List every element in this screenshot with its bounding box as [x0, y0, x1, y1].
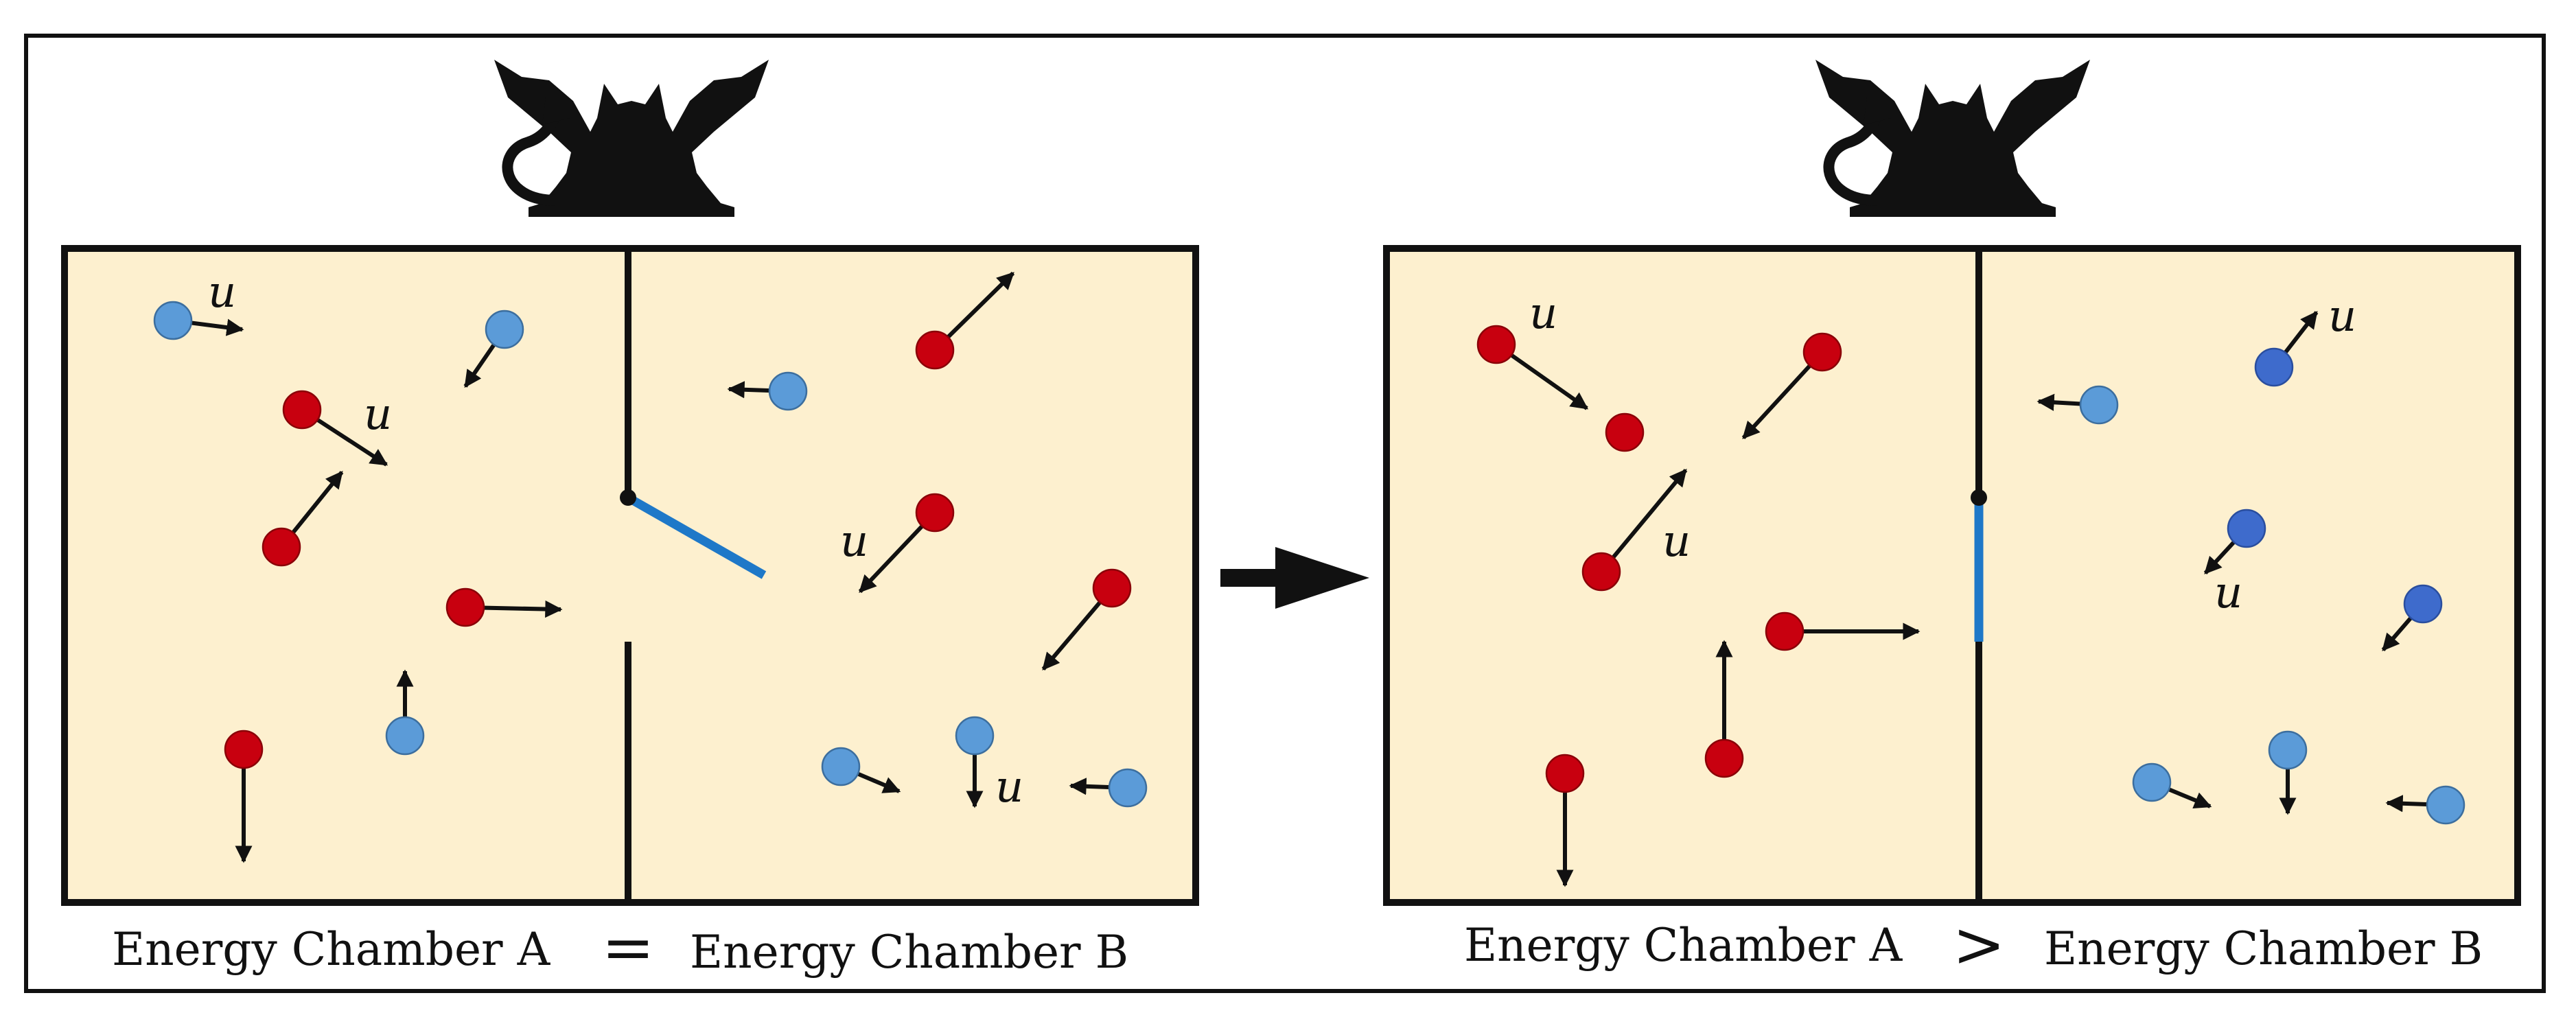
particle-fast: [282, 390, 322, 430]
demon-right-icon: [1815, 60, 2090, 217]
particle-slow: [1108, 768, 1148, 808]
velocity-label: u: [1529, 288, 1557, 339]
demon-silhouette: [1815, 60, 2090, 217]
particle-slow-sorted: [2227, 509, 2266, 548]
demon-tail: [502, 113, 561, 206]
trapdoor-hinge: [620, 489, 636, 506]
comparison-operator: >: [1952, 908, 2005, 981]
panel-initial: u u u u Energy Chamber A = Energy Chambe…: [61, 245, 1199, 984]
particle-fast: [1092, 568, 1132, 608]
velocity-label: u: [2214, 568, 2242, 618]
particle-fast: [1704, 738, 1744, 778]
particle-slow: [2079, 385, 2119, 425]
comparison-operator: =: [601, 911, 654, 984]
caption-chamber-a: Energy Chamber A: [1464, 919, 1903, 972]
particle-fast: [1545, 754, 1585, 793]
caption-chamber-a: Energy Chamber A: [112, 923, 551, 976]
particle-slow: [385, 716, 425, 756]
particles: [1476, 325, 2465, 825]
particle-fast: [445, 587, 485, 627]
particle-fast: [1802, 332, 1842, 372]
particle-slow: [821, 747, 861, 786]
velocity-label: u: [208, 267, 236, 318]
particle-fast: [1581, 552, 1621, 592]
particle-fast: [915, 330, 955, 370]
particle-fast: [1476, 325, 1516, 364]
velocity-label: u: [995, 762, 1023, 813]
trapdoor-open: [625, 493, 767, 579]
caption-chamber-b: Energy Chamber B: [690, 926, 1128, 979]
particles: [153, 301, 1148, 808]
right-arrow-icon: [1220, 547, 1369, 609]
particle-slow: [955, 716, 995, 756]
particle-fast: [1605, 412, 1645, 452]
particle-slow: [2132, 762, 2172, 802]
particle-fast: [224, 730, 264, 769]
particle-slow: [2426, 785, 2465, 825]
demon-left-icon: [494, 60, 769, 217]
velocity-label: u: [2328, 291, 2356, 342]
trapdoor-hinge: [1971, 489, 1987, 506]
particle-fast: [262, 527, 301, 567]
velocity-label: u: [364, 389, 392, 440]
particle-fast: [1765, 611, 1805, 651]
panel-sorted: u u u u Energy Chamber A > Energy Chambe…: [1383, 245, 2521, 981]
chamber-box: [1383, 245, 2521, 906]
demon-tail: [1823, 113, 1883, 206]
particle-slow: [153, 301, 193, 340]
particle-slow: [2268, 730, 2308, 770]
velocity-label: u: [1662, 516, 1691, 567]
caption-chamber-b: Energy Chamber B: [2044, 922, 2483, 975]
velocity-label: u: [840, 516, 868, 567]
demon-silhouette: [494, 60, 769, 217]
particle-slow-sorted: [2403, 584, 2443, 624]
demon-tail-tip: [542, 97, 570, 125]
particle-fast: [915, 493, 955, 533]
particle-slow: [768, 371, 808, 411]
particle-slow-sorted: [2254, 347, 2294, 387]
demon-tail-tip: [1864, 97, 1891, 125]
outer-frame: [24, 34, 2546, 993]
particle-slow: [485, 310, 524, 349]
